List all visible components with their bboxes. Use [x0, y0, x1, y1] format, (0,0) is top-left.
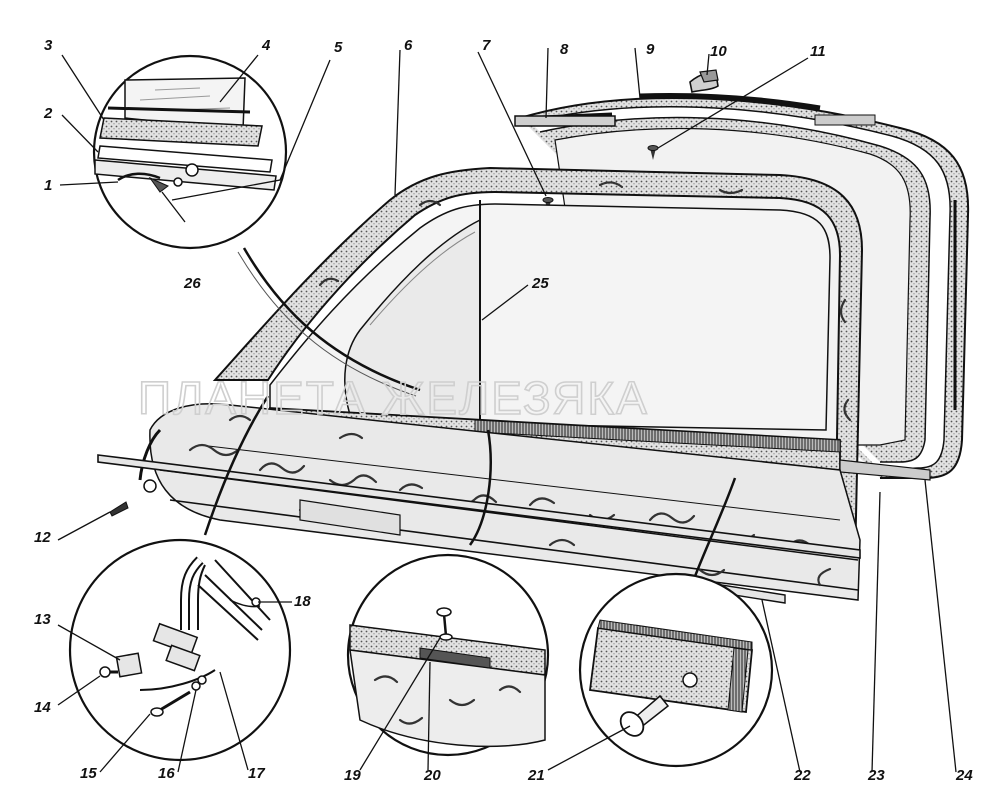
door-inner-panel: [138, 403, 861, 601]
callout-22: 22: [793, 767, 811, 784]
callout-1: 1: [44, 177, 52, 194]
callout-2: 2: [43, 105, 53, 122]
callout-13: 13: [34, 611, 51, 628]
callout-labels: 1 2 3 4 5 6 7 8 9 10 11 12 13 14 15 16 1…: [34, 37, 973, 784]
callout-5: 5: [334, 39, 343, 56]
inset-strip-screw: [346, 553, 550, 757]
callout-23: 23: [867, 767, 885, 784]
callout-10: 10: [710, 43, 727, 60]
callout-19: 19: [344, 767, 361, 784]
callout-15: 15: [80, 765, 97, 782]
callout-26: 26: [183, 275, 201, 292]
callout-14: 14: [34, 699, 51, 716]
callout-21: 21: [527, 767, 545, 784]
callout-11: 11: [810, 43, 826, 60]
callout-leaders: [57, 47, 957, 773]
callout-6: 6: [404, 37, 413, 54]
screw-part-12: [109, 501, 129, 517]
inset-seal-rivet: [578, 572, 774, 768]
inset-window-seal: [92, 54, 288, 250]
callout-20: 20: [423, 767, 441, 784]
callout-16: 16: [158, 765, 175, 782]
callout-7: 7: [482, 37, 491, 54]
callout-25: 25: [531, 275, 549, 292]
watermark: ПЛАНЕТА ЖЕЛЕЗЯКА: [138, 372, 649, 424]
trim-strip-part-22: [97, 454, 861, 604]
screw-part-11: [647, 145, 659, 160]
callout-24: 24: [955, 767, 973, 784]
callout-4: 4: [261, 37, 271, 54]
callout-17: 17: [248, 765, 265, 782]
callout-9: 9: [646, 41, 655, 58]
front-window-frame: [212, 166, 864, 561]
clip-part-10: [689, 69, 719, 93]
callout-12: 12: [34, 529, 51, 546]
callout-3: 3: [44, 37, 53, 54]
callout-8: 8: [560, 41, 569, 58]
inset-corner-bracket: [68, 538, 292, 762]
callout-18: 18: [294, 593, 311, 610]
